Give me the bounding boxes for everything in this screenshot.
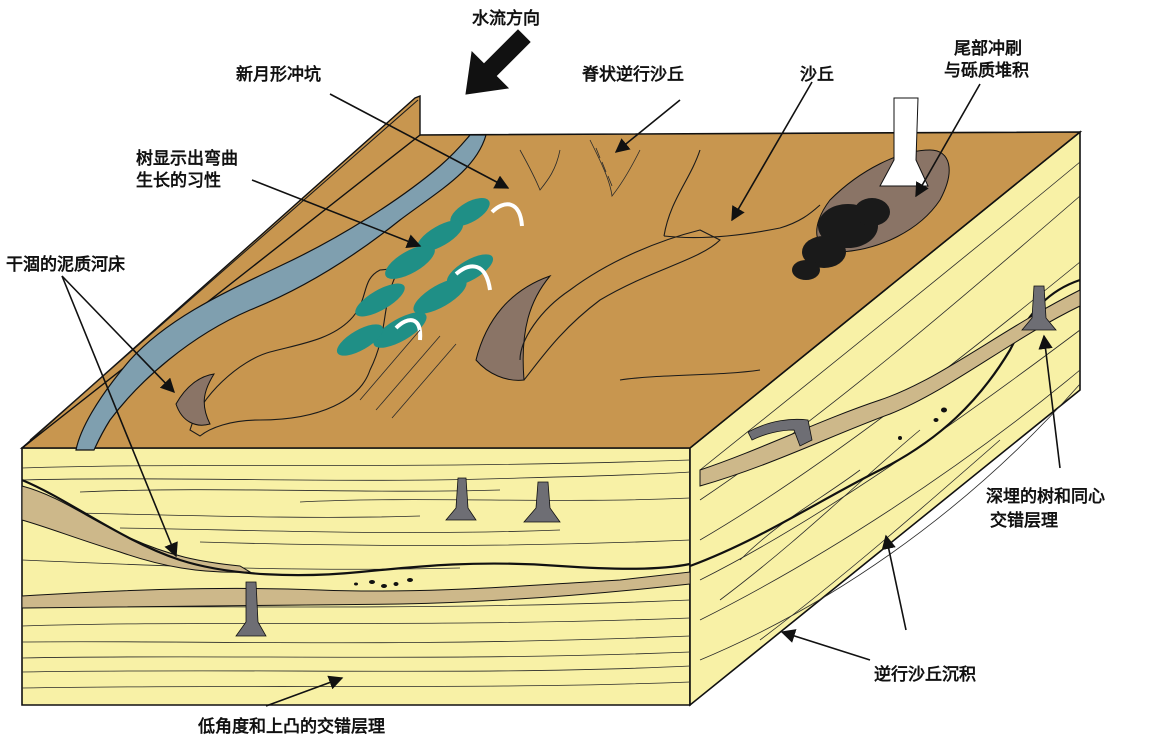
label-antidune-ridge: 脊状逆行沙丘: [581, 64, 684, 85]
label-tail-scour-line1: 尾部冲刷: [954, 38, 1022, 59]
flow-direction-arrow: [466, 30, 530, 94]
label-crescent-scour: 新月形冲坑: [236, 64, 321, 85]
label-antidune-deposit: 逆行沙丘沉积: [874, 664, 976, 685]
label-dry-mud-bed: 干涸的泥质河床: [6, 254, 126, 275]
label-low-angle: 低角度和上凸的交错层理: [197, 716, 385, 737]
label-tree-bent-line2: 生长的习性: [136, 170, 221, 191]
label-buried-tree-line2: 交错层理: [990, 510, 1058, 531]
label-buried-tree-line1: 深埋的树和同心: [986, 486, 1105, 507]
label-tree-bent-line1: 树显示出弯曲: [136, 148, 238, 169]
label-tail-scour-line2: 与砾质堆积: [944, 60, 1029, 81]
label-dune: 沙丘: [800, 65, 834, 85]
front-face: [22, 448, 690, 705]
label-flow-direction: 水流方向: [472, 8, 540, 29]
